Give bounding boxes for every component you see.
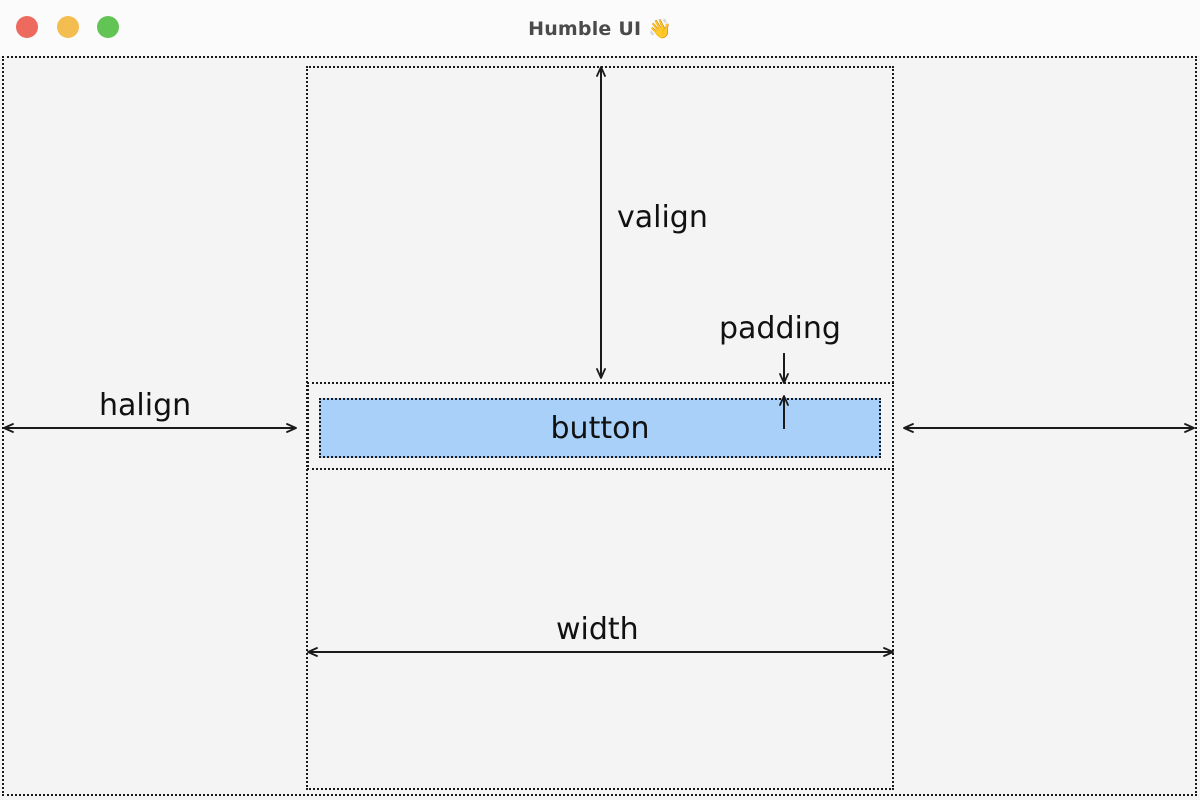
halign-label: halign (99, 388, 192, 423)
diagram-canvas: button (0, 56, 1200, 800)
padding-label: padding (719, 311, 841, 346)
close-button-icon[interactable] (16, 16, 38, 38)
button[interactable]: button (319, 398, 881, 458)
window-titlebar: Humble UI 👋 (0, 0, 1200, 56)
window-title: Humble UI 👋 (528, 17, 672, 40)
button-label: button (550, 410, 650, 446)
valign-label: valign (617, 200, 708, 235)
maximize-button-icon[interactable] (97, 16, 119, 38)
minimize-button-icon[interactable] (57, 16, 79, 38)
width-label: width (556, 612, 639, 647)
padding-bounds-box (307, 382, 894, 470)
